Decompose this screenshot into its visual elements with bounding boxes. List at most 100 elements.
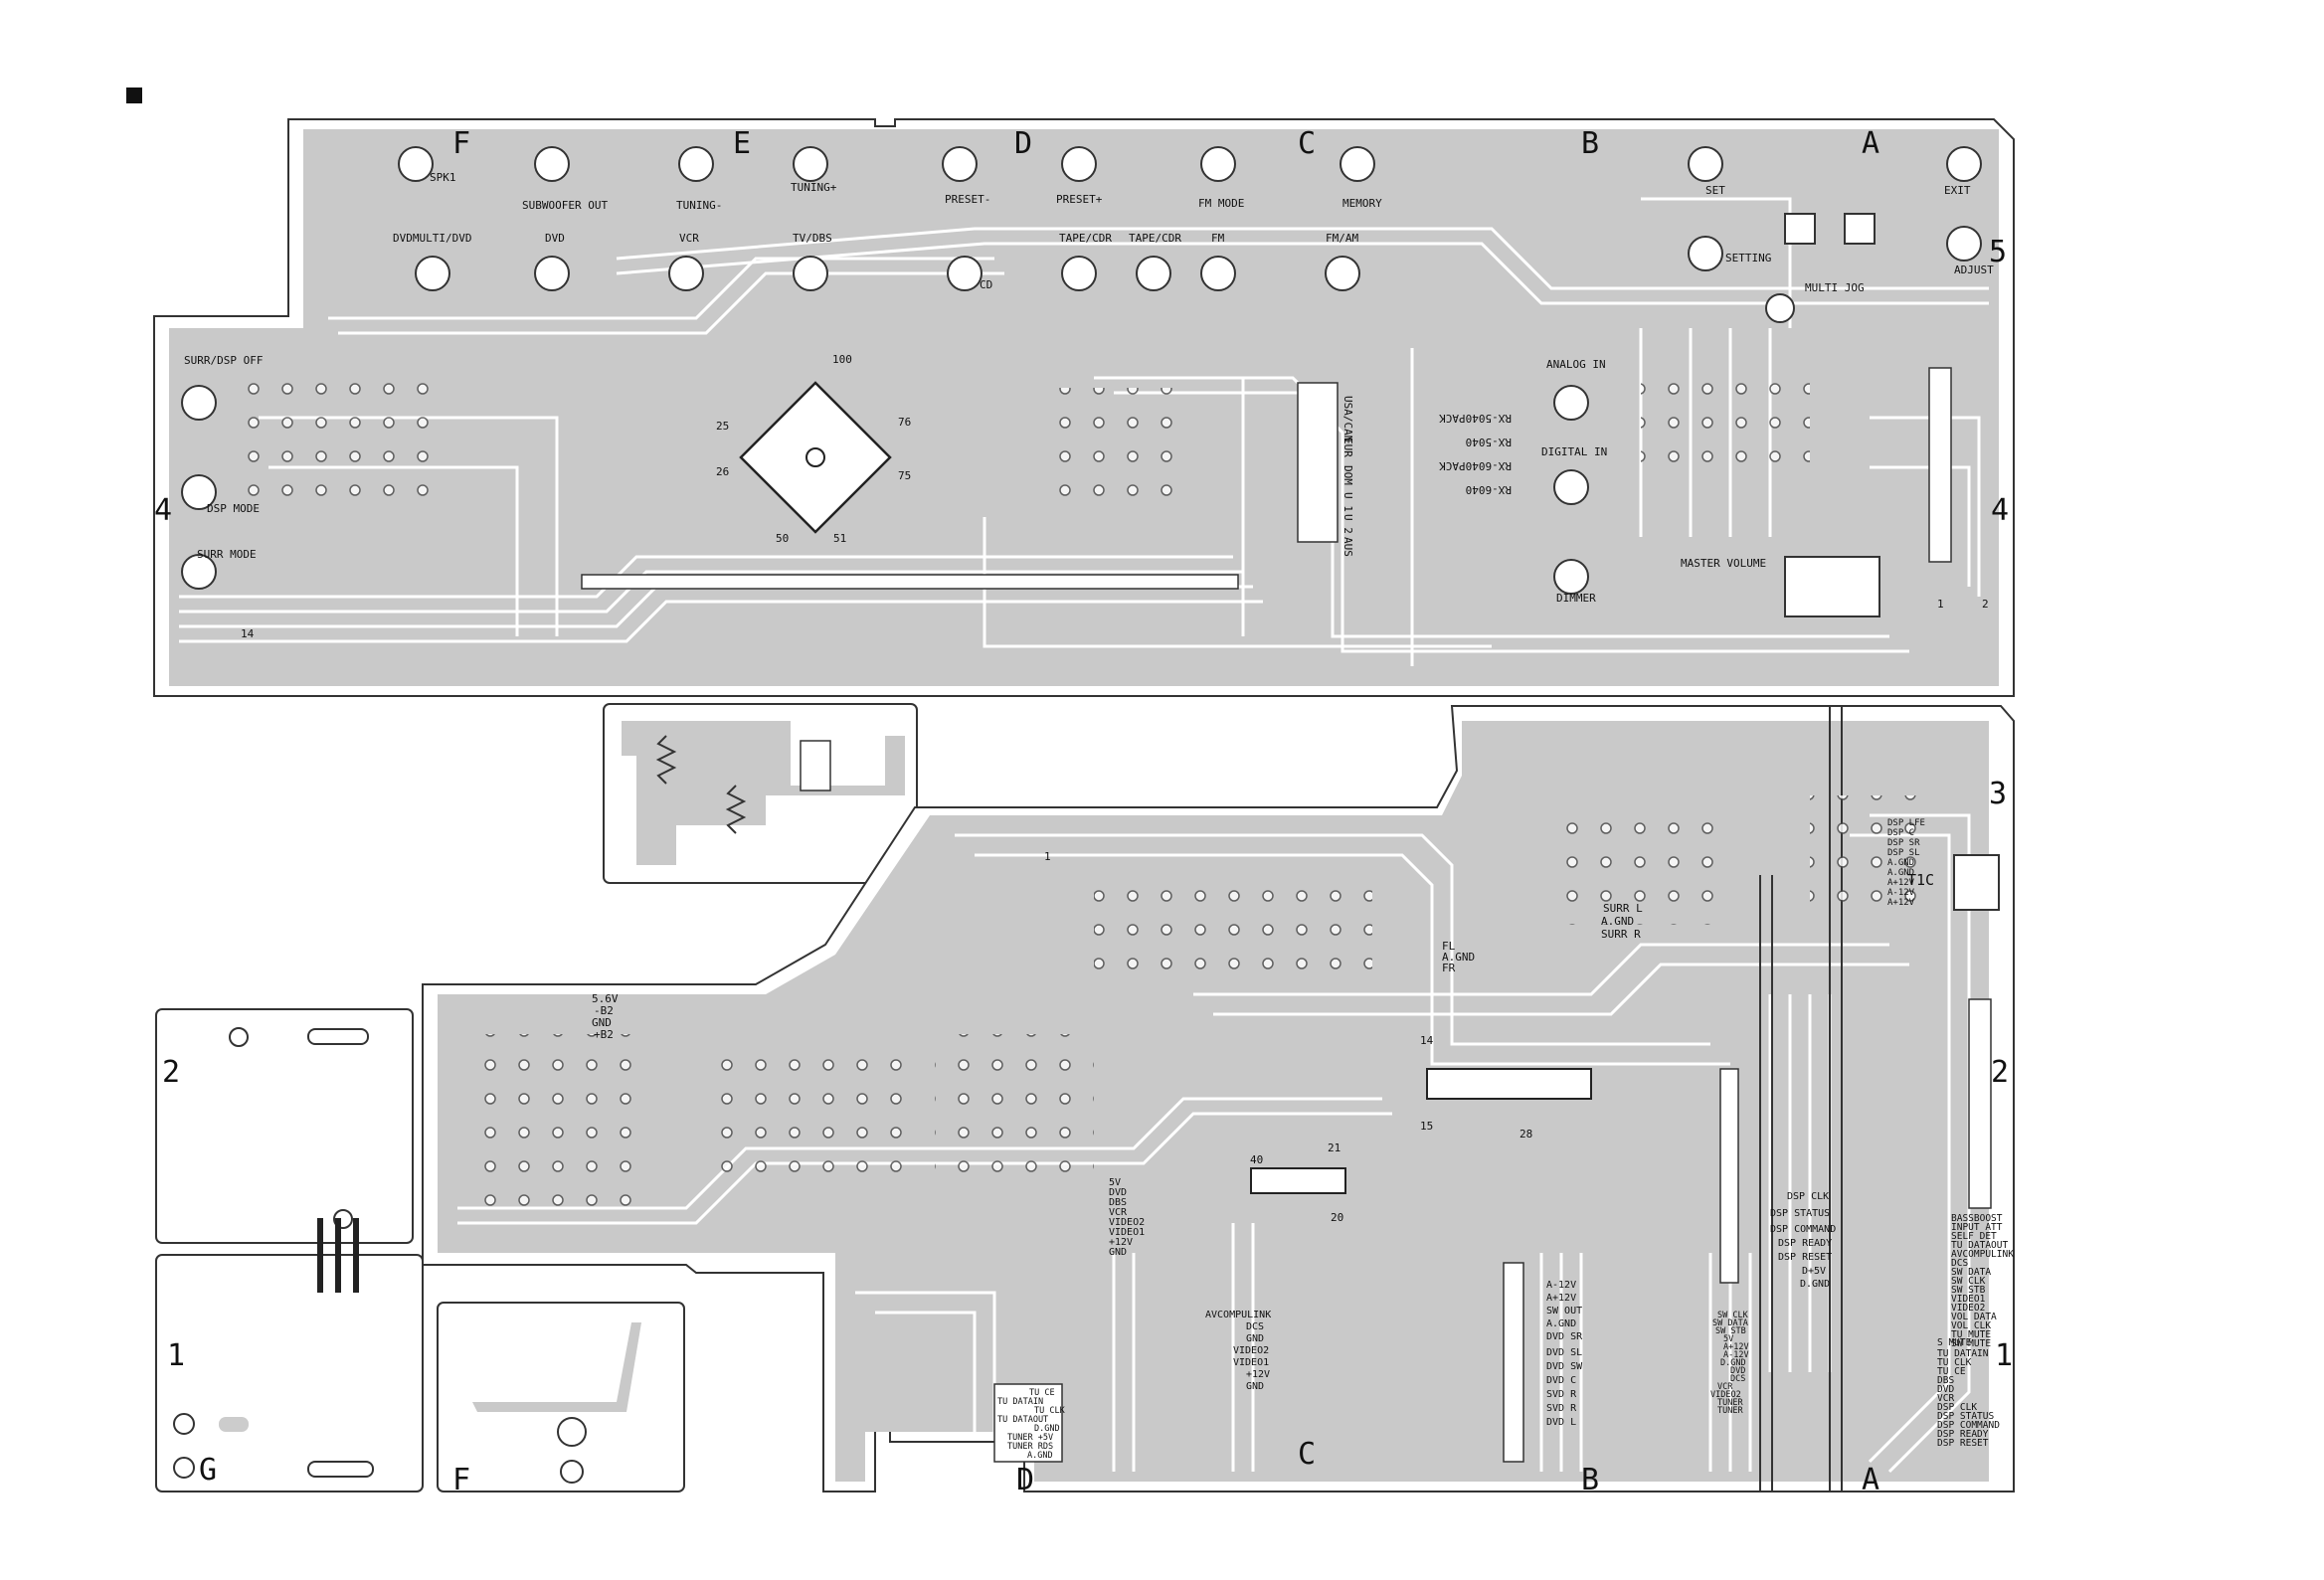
label-setting: SETTING <box>1725 252 1771 264</box>
tuner-2: TU CLK <box>1034 1406 1066 1416</box>
dsp-ctrl-1: DSP STATUS <box>1770 1208 1830 1219</box>
label-memory: MEMORY <box>1342 197 1382 210</box>
connector-dvd <box>1503 1262 1524 1463</box>
label-tv-dbs: TV/DBS <box>793 232 832 245</box>
sw-col-3: 5V <box>1723 1334 1733 1344</box>
label-pin-21: 21 <box>1328 1141 1341 1154</box>
right-col-26: DSP RESET <box>1937 1438 1989 1449</box>
top-traces <box>179 197 1989 666</box>
avcomp-col-3: VIDEO2 <box>1233 1345 1269 1356</box>
avcomp-col-5: +12V <box>1246 1369 1270 1380</box>
grid-2-right: 2 <box>1991 1055 2009 1090</box>
label-preset-minus: PRESET- <box>945 193 990 206</box>
bottom-labels: T1C 5.6V -B2 GND +B2 SURR L A.GND SURR R… <box>592 850 1934 1224</box>
small-labels: 14 1 2 <box>241 598 1989 640</box>
ic-bottom-second <box>1250 1167 1346 1194</box>
dsp-out-6: A+12V <box>1887 878 1915 888</box>
jog-switch-2 <box>1844 213 1876 245</box>
small-14: 14 <box>241 627 255 640</box>
right-col-24: DSP COMMAND <box>1937 1420 2000 1431</box>
right-col-0: BASSBOOST <box>1951 1213 2003 1224</box>
label-fm-mode: FM MODE <box>1198 197 1244 210</box>
dvd-col-10: DVD L <box>1546 1417 1576 1428</box>
pin-51: 51 <box>833 532 846 545</box>
dvd-col-3: A.GND <box>1546 1318 1576 1329</box>
right-connector-top <box>1928 367 1952 563</box>
dvd-col-8: SVD R <box>1546 1389 1577 1400</box>
dsp-out-5: A.GND <box>1887 868 1914 878</box>
dsp-ctrl-0: DSP CLK <box>1787 1191 1829 1202</box>
label-fl-agnd: A.GND <box>1442 951 1475 964</box>
video-col-2: DBS <box>1109 1197 1127 1208</box>
tuner-6: TUNER RDS <box>1007 1442 1053 1452</box>
region-dom: DOM <box>1341 465 1354 485</box>
right-col-13: TU MUTE <box>1951 1329 1991 1340</box>
label-dimmer: DIMMER <box>1556 592 1596 605</box>
dsp-out-1: DSP C <box>1887 828 1914 838</box>
sw-col-8: DCS <box>1730 1374 1745 1384</box>
dsp-ctrl-4: DSP RESET <box>1778 1252 1832 1263</box>
video-col-6: +12V <box>1109 1237 1133 1248</box>
rail-minus-b2: -B2 <box>594 1004 614 1017</box>
right-col-3: TU DATAOUT <box>1951 1240 2008 1251</box>
dvd-col-6: DVD SW <box>1546 1361 1583 1372</box>
ic-pin-labels: 100 76 75 51 50 26 25 <box>716 353 911 545</box>
right-col-15: S MUTE <box>1937 1337 1972 1348</box>
grid-markers: F E D C B A G F D C B A 5 4 4 3 2 2 1 1 <box>154 126 2013 1497</box>
label-preset-plus: PRESET+ <box>1056 193 1103 206</box>
sw-col-labels: SW CLK SW DATA SW STB 5V A+12V A-12V D.G… <box>1710 1311 1749 1416</box>
label-tuning-minus: TUNING- <box>676 199 722 212</box>
pin-76: 76 <box>898 416 911 429</box>
dsp-out-4: A.GND <box>1887 858 1914 868</box>
sw-col-6: D.GND <box>1720 1358 1746 1368</box>
grid-b-top: B <box>1581 126 1599 161</box>
dsp-out-3: DSP SL <box>1887 848 1920 858</box>
right-col-21: VCR <box>1937 1393 1954 1404</box>
video-col-5: VIDEO1 <box>1109 1227 1145 1238</box>
sw-col-12: TUNER <box>1717 1406 1743 1416</box>
avcomp-col-labels: AVCOMPULINK DCS GND VIDEO2 VIDEO1 +12V G… <box>1205 1310 1271 1392</box>
label-tuning-plus: TUNING+ <box>791 181 837 194</box>
tuner-box <box>993 1383 1063 1463</box>
label-pin-20: 20 <box>1331 1211 1343 1224</box>
label-surr-l: SURR L <box>1603 902 1643 915</box>
bottom-board: T1C 5.6V -B2 GND +B2 SURR L A.GND SURR R… <box>422 705 2015 1492</box>
label-surr-agnd: A.GND <box>1601 915 1634 928</box>
region-u1: U 1 <box>1341 492 1354 512</box>
dsp-ctrl-5: D+5V <box>1802 1266 1826 1277</box>
avcomp-col-2: GND <box>1246 1333 1264 1344</box>
grid-2-left: 2 <box>162 1055 180 1090</box>
label-set: SET <box>1705 184 1725 197</box>
right-col-16: TU DATAIN <box>1937 1348 1989 1359</box>
tuner-5: TUNER +5V <box>1007 1433 1053 1443</box>
sw-col-9: VCR <box>1717 1382 1733 1392</box>
label-fl: FL <box>1442 940 1456 953</box>
grid-d-bottom: D <box>1016 1463 1034 1497</box>
right-col-14: SW MUTE <box>1951 1338 1991 1349</box>
grid-f-top: F <box>452 126 470 161</box>
tuner-1: TU DATAIN <box>997 1397 1043 1407</box>
model-labels: RX-5040PACK RX-5040 RX-6040PACK RX-6040 <box>1439 412 1512 496</box>
sw-col-10: VIDEO2 <box>1710 1390 1741 1400</box>
dvd-col-labels: A-12V A+12V SW OUT A.GND DVD SR DVD SL D… <box>1546 1280 1583 1428</box>
region-u2: U 2 <box>1341 514 1354 534</box>
top-board: SPK1 SUBWOOFER OUT TUNING- TUNING+ PRESE… <box>153 118 2015 697</box>
label-digital-in: DIGITAL IN <box>1541 445 1607 458</box>
video-col-1: DVD <box>1109 1187 1127 1198</box>
right-col-19: DBS <box>1937 1375 1954 1386</box>
label-pin-40: 40 <box>1250 1153 1263 1166</box>
ic-bottom-main <box>1426 1068 1592 1100</box>
tuner-0: TU CE <box>1029 1388 1055 1398</box>
label-t1c: T1C <box>1907 871 1934 889</box>
avcomp-col-0: AVCOMPULINK <box>1205 1310 1271 1320</box>
label-cd: CD <box>980 278 992 291</box>
video-col-labels: 5V DVD DBS VCR VIDEO2 VIDEO1 +12V GND <box>1109 1177 1145 1258</box>
right-col-10: VIDEO2 <box>1951 1303 1985 1314</box>
right-col-1: INPUT ATT <box>1951 1222 2003 1233</box>
rail-gnd: GND <box>592 1016 612 1029</box>
rail-5-6v: 5.6V <box>592 992 619 1005</box>
label-multi-jog: MULTI JOG <box>1805 281 1865 294</box>
label-adjust: ADJUST <box>1954 263 1994 276</box>
dvd-col-4: DVD SR <box>1546 1331 1583 1342</box>
